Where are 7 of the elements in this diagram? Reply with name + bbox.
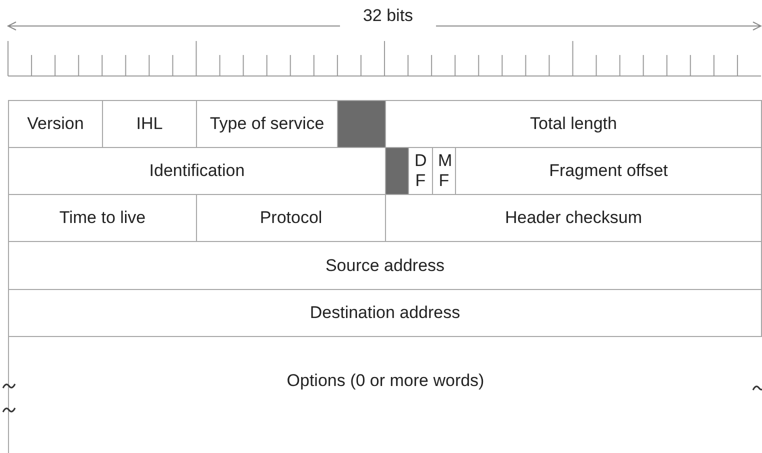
- bit-width-label: 32 bits: [362, 6, 414, 26]
- reserved-bits-block: [337, 100, 386, 148]
- header-field-cell: Source address: [8, 241, 762, 290]
- header-field-cell: Destination address: [8, 289, 762, 337]
- reserved-bits-block: [385, 147, 409, 195]
- header-field-cell: Version: [8, 100, 103, 148]
- header-field-cell: Total length: [385, 100, 762, 148]
